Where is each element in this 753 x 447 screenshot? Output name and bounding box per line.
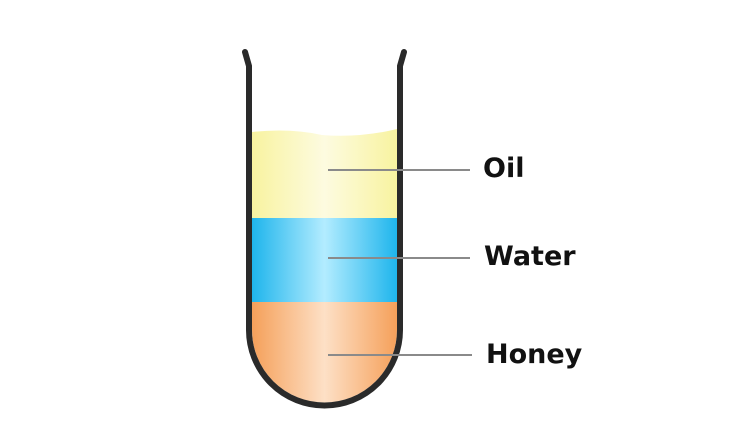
honey-layer bbox=[252, 302, 397, 403]
water-label: Water bbox=[484, 241, 576, 272]
oil-layer bbox=[252, 129, 397, 218]
honey-label: Honey bbox=[486, 339, 583, 370]
oil-label: Oil bbox=[483, 153, 525, 184]
water-layer bbox=[252, 218, 397, 302]
